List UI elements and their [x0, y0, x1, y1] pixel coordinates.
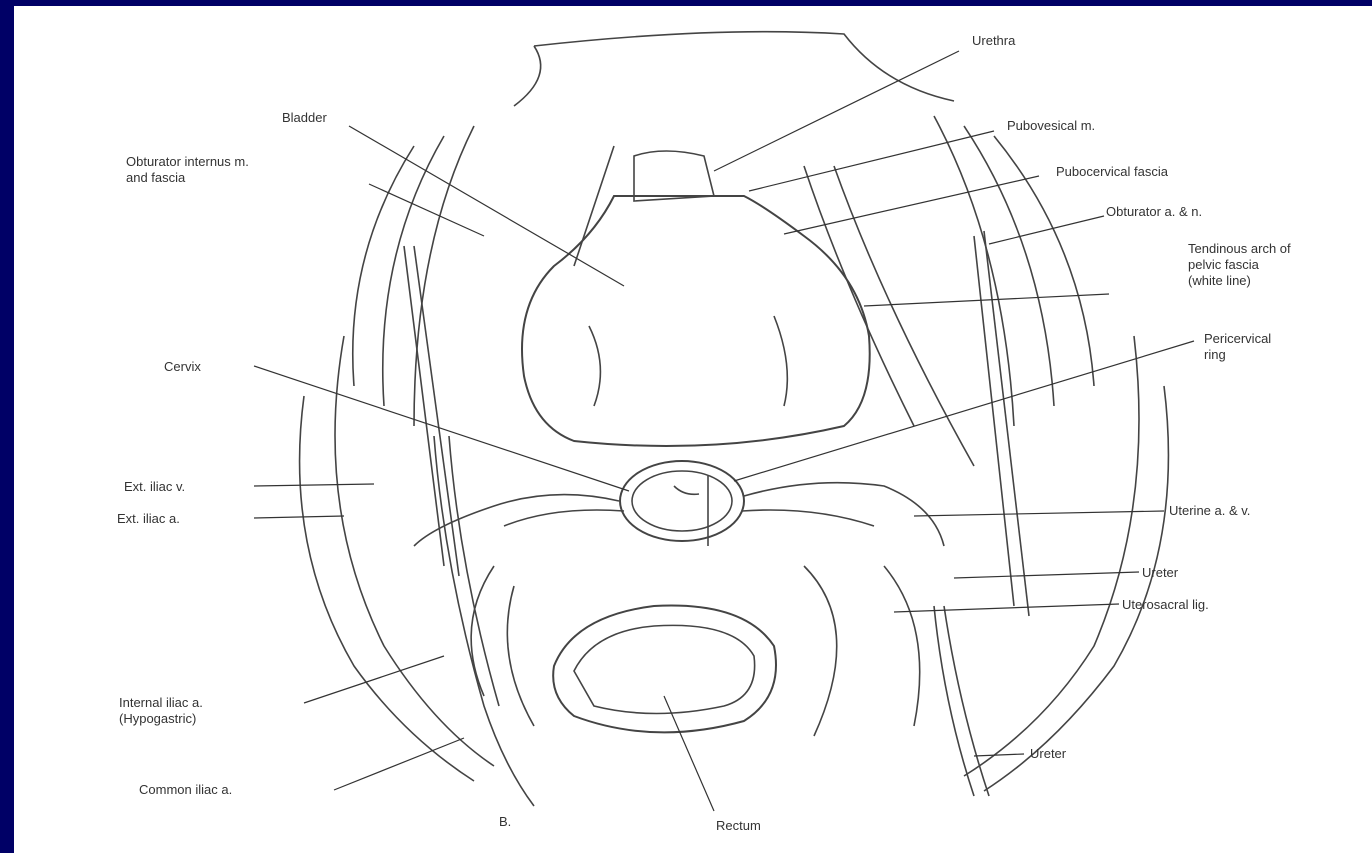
- label-ureter-bottom: Ureter: [1030, 746, 1066, 762]
- skin-flap-left: [514, 46, 541, 106]
- leader-pericervical: [734, 341, 1194, 481]
- urethra: [634, 151, 714, 201]
- leader-common-iliac: [334, 738, 464, 790]
- leader-rectum: [664, 696, 714, 811]
- leader-uterosacral: [894, 604, 1119, 612]
- label-internal-iliac: Internal iliac a. (Hypogastric): [119, 695, 203, 727]
- bladder-outline: [522, 196, 870, 446]
- leader-bladder: [349, 126, 624, 286]
- label-rectum: Rectum: [716, 818, 761, 834]
- label-common-iliac: Common iliac a.: [139, 782, 232, 798]
- leader-cervix: [254, 366, 629, 491]
- leader-ext-iliac-a: [254, 516, 344, 518]
- leader-uterine: [914, 511, 1164, 516]
- label-panel-letter: B.: [499, 814, 511, 830]
- leader-obturator-an: [989, 216, 1104, 244]
- label-tendinous-arch: Tendinous arch of pelvic fascia (white l…: [1188, 241, 1291, 289]
- label-ext-iliac-v: Ext. iliac v.: [124, 479, 185, 495]
- label-pericervical: Pericervical ring: [1204, 331, 1271, 363]
- leader-urethra: [714, 51, 959, 171]
- pelvic-wall-right: [964, 336, 1139, 776]
- label-pubocervical: Pubocervical fascia: [1056, 164, 1168, 180]
- label-obturator-internus: Obturator internus m. and fascia: [126, 154, 249, 186]
- label-urethra: Urethra: [972, 33, 1015, 49]
- skin-flap: [534, 32, 954, 101]
- pelvic-wall-left-inner: [300, 396, 474, 781]
- leader-tendinous-arch: [864, 294, 1109, 306]
- label-uterine: Uterine a. & v.: [1169, 503, 1250, 519]
- leader-pubovesical: [749, 131, 994, 191]
- illustration-canvas: Urethra Bladder Pubovesical m. Obturator…: [14, 6, 1372, 853]
- label-bladder: Bladder: [282, 110, 327, 126]
- label-cervix: Cervix: [164, 359, 201, 375]
- label-obturator-an: Obturator a. & n.: [1106, 204, 1202, 220]
- label-uterosacral: Uterosacral lig.: [1122, 597, 1209, 613]
- label-ext-iliac-a: Ext. iliac a.: [117, 511, 180, 527]
- leader-ext-iliac-v: [254, 484, 374, 486]
- leader-ureter-right: [954, 572, 1139, 578]
- label-ureter-right: Ureter: [1142, 565, 1178, 581]
- leader-obturator-internus: [369, 184, 484, 236]
- cervix-ring: [620, 461, 744, 541]
- leader-ureter-bottom: [974, 754, 1024, 756]
- pelvic-anatomy-illustration: [14, 6, 1372, 853]
- label-pubovesical: Pubovesical m.: [1007, 118, 1095, 134]
- leader-pubocervical: [784, 176, 1039, 234]
- leader-internal-iliac: [304, 656, 444, 703]
